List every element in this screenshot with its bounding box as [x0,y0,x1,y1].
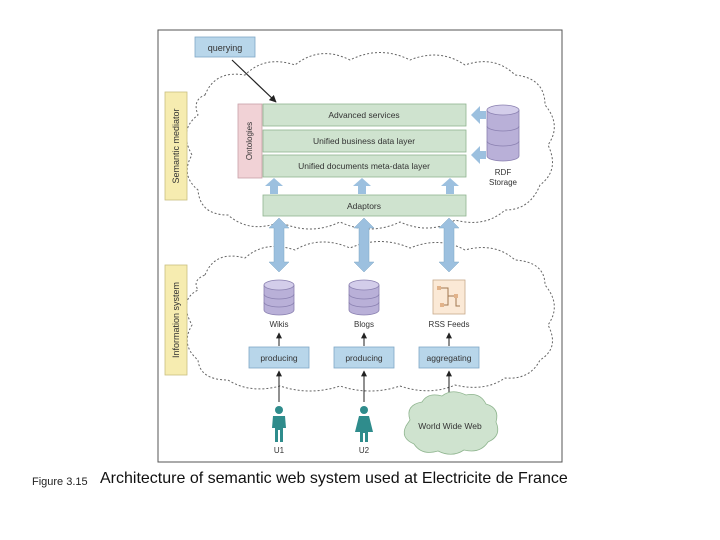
blogs-database-icon [348,279,380,316]
layer-unified-metadata: Unified documents meta-data layer [262,154,467,178]
blogs-label: Blogs [354,320,374,329]
svg-text:aggregating: aggregating [427,353,472,363]
rdf-storage-database-icon [486,104,520,162]
wikis-label: Wikis [269,320,288,329]
svg-text:querying: querying [208,43,243,53]
svg-text:Ontologies: Ontologies [245,122,254,160]
svg-text:Information system: Information system [171,282,181,358]
svg-text:Unified documents meta-data la: Unified documents meta-data layer [298,161,430,171]
svg-text:Unified business data layer: Unified business data layer [313,136,415,146]
svg-text:Adaptors: Adaptors [347,201,381,211]
adaptors-box: Adaptors [262,194,467,217]
rss-feeds-icon [432,279,466,315]
action-to-source-arrows [276,332,452,346]
semantic-mediator-label: Semantic mediator [164,91,188,201]
svg-text:Advanced services: Advanced services [328,110,399,120]
layer-unified-business: Unified business data layer [262,129,467,153]
user-female-icon [355,406,373,442]
querying-box: querying [194,36,256,58]
adaptors-up-arrows [265,178,459,194]
svg-text:Semantic mediator: Semantic mediator [171,108,181,183]
svg-text:producing: producing [345,353,383,363]
figure-number: Figure 3.15 [32,476,88,488]
rdf-to-advanced-arrow [471,106,486,124]
rdf-storage-label-line1: RDF [495,168,512,177]
world-wide-web-cloud: World Wide Web [403,391,499,455]
user-u2-label: U2 [359,446,370,455]
rdf-storage-label-line2: Storage [489,178,518,187]
producing-box-2: producing [333,346,395,369]
information-system-label: Information system [164,264,188,376]
user-u1-label: U1 [274,446,285,455]
user-male-icon [272,406,286,442]
querying-arrow [231,59,277,103]
svg-text:producing: producing [260,353,298,363]
producing-box-1: producing [248,346,310,369]
aggregating-box: aggregating [418,346,480,369]
rss-feeds-label: RSS Feeds [429,320,470,329]
figure-caption: Architecture of semantic web system used… [100,470,568,487]
wikis-database-icon [263,279,295,316]
svg-text:World Wide Web: World Wide Web [418,421,482,431]
layer-advanced-services: Advanced services [262,103,467,127]
adaptor-source-arrows [268,217,460,273]
ontologies-box: Ontologies [237,103,263,179]
rdf-to-metadata-arrow [471,146,486,164]
